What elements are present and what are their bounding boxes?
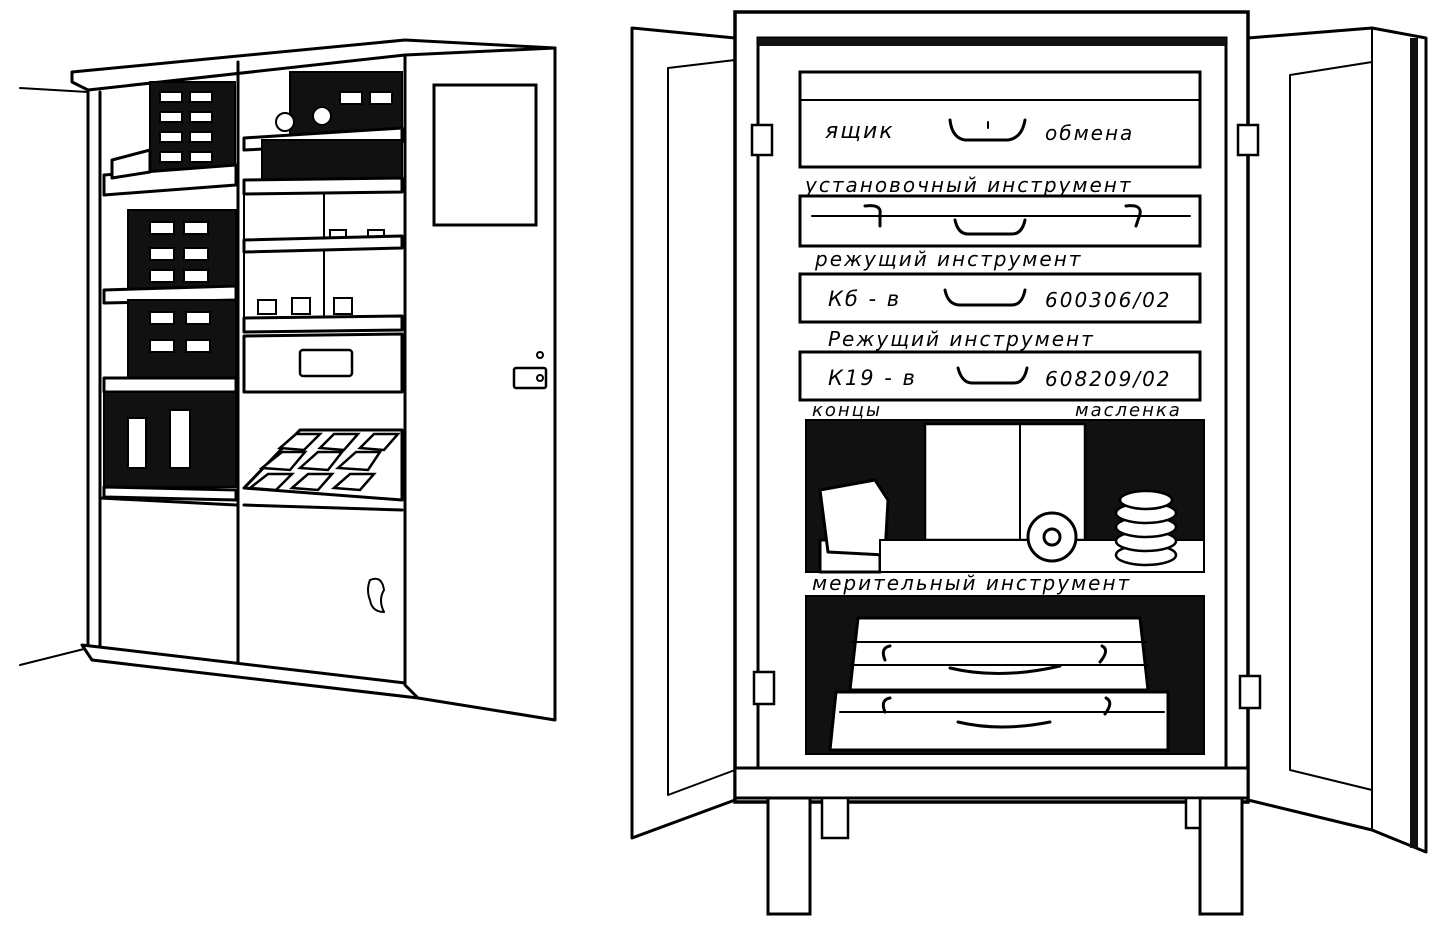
label-setup-tools: установочный инструмент <box>804 173 1132 197</box>
hinge <box>750 123 774 157</box>
hinge <box>1236 123 1260 157</box>
cabinet-base <box>733 766 1250 800</box>
leg-front-right <box>1198 796 1244 916</box>
drawer-exchange-left-text: ящик <box>825 119 895 144</box>
left-door-open[interactable] <box>630 26 737 840</box>
drawer-cutting-1[interactable] <box>798 272 1202 324</box>
shelf-3 <box>102 376 238 394</box>
drawer-cutting-2-number: 608209/02 <box>1045 367 1172 391</box>
oiler-icon <box>1114 489 1178 567</box>
drawer-cutting-2-code: К19 - в <box>828 366 917 390</box>
door-latch[interactable] <box>512 366 548 390</box>
label-rags: концы <box>812 400 882 421</box>
drawer-cutting-1-handle[interactable] <box>943 288 1027 307</box>
label-oiler: масленка <box>1075 400 1182 421</box>
drawer-cutting-2-handle[interactable] <box>956 366 1029 385</box>
drawer-cutting-1-code: Кб - в <box>828 287 901 311</box>
door-label-frame <box>432 83 538 227</box>
label-cutting-tools-1: режущий инструмент <box>814 247 1082 271</box>
plinth <box>80 643 420 700</box>
label-cutting-tools-2: Режущий инструмент <box>828 327 1095 351</box>
parts-stack-mid-left <box>127 209 237 291</box>
shelf-right-3 <box>242 314 404 334</box>
rag-bundle <box>818 478 890 557</box>
floor-line <box>19 647 89 666</box>
shelf-right-2 <box>242 234 404 254</box>
left-cabinet <box>19 38 557 722</box>
shelf-right-1 <box>242 176 404 196</box>
drawer-cutting-2[interactable] <box>798 350 1202 402</box>
drawer-exchange[interactable] <box>798 70 1202 169</box>
leg-back-left <box>820 796 850 840</box>
drawer-handle[interactable] <box>298 348 354 378</box>
door-handle-lower[interactable] <box>367 577 385 613</box>
right-cabinet: ящик обмена установочный инструмент режу… <box>630 10 1428 916</box>
drawer-cutting-1-number: 600306/02 <box>1045 288 1172 312</box>
drawer-exchange-handle[interactable] <box>948 118 1027 142</box>
parts-stack-low-left <box>127 299 237 383</box>
leg-front-left <box>766 796 812 916</box>
right-door-open[interactable] <box>1246 26 1428 854</box>
hinge <box>1238 674 1262 710</box>
label-measuring-tools: мерительный инструмент <box>812 571 1131 595</box>
drawer-setup-tools[interactable] <box>798 194 1202 248</box>
gauge-case-bottom <box>828 690 1170 752</box>
drawer-exchange-right-text: обмена <box>1045 121 1134 145</box>
hinge <box>752 670 776 706</box>
drawer-setup-handle[interactable] <box>953 218 1027 236</box>
leg-back-right <box>1184 796 1202 830</box>
wall-line <box>19 87 89 93</box>
gauge-case-top <box>848 616 1150 692</box>
